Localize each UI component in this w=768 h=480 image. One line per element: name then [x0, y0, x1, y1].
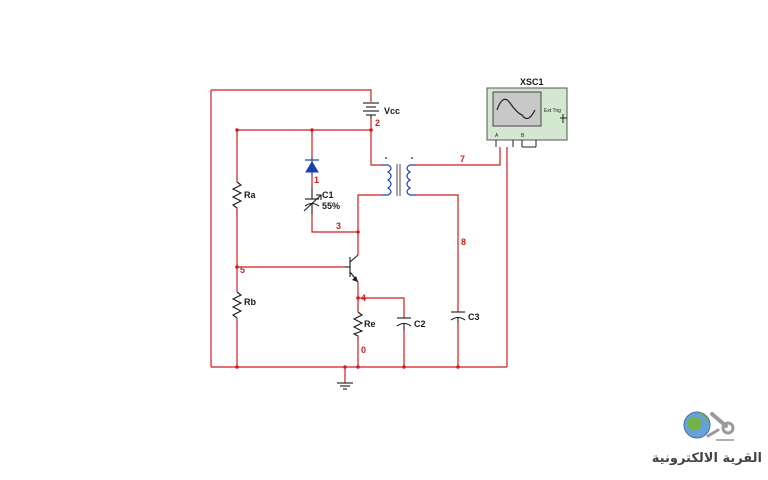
transformer[interactable]: [382, 157, 416, 196]
logo: القرية الالكترونية: [652, 411, 762, 466]
varactor-diode[interactable]: [305, 158, 319, 176]
capacitor-c3[interactable]: C3: [450, 311, 480, 322]
c1-label: C1: [322, 190, 334, 200]
c2-label: C2: [414, 319, 426, 329]
node-4: 4: [361, 293, 366, 303]
rb-label: Rb: [244, 297, 256, 307]
junction-dots: [235, 128, 460, 369]
scope-ext-trig: Ext Trig: [544, 108, 561, 114]
resistor-re[interactable]: Re: [352, 311, 376, 337]
node-3: 3: [336, 221, 341, 231]
node-7: 7: [460, 154, 465, 164]
node-5: 5: [240, 265, 245, 275]
svg-text:B: B: [521, 133, 525, 139]
svg-text:A: A: [495, 133, 499, 139]
logo-text: القرية الالكترونية: [652, 451, 762, 466]
capacitor-c2[interactable]: C2: [396, 317, 426, 330]
c3-label: C3: [468, 312, 480, 322]
capacitor-c1-variable[interactable]: C1 55%: [303, 188, 340, 214]
vcc-label: Vcc: [384, 106, 400, 116]
vcc-battery[interactable]: Vcc: [363, 102, 400, 118]
c1-value: 55%: [322, 201, 340, 211]
npn-transistor[interactable]: [345, 254, 359, 283]
scope-waveform: [496, 98, 536, 120]
wires: [210, 89, 508, 383]
resistor-ra[interactable]: Ra: [231, 181, 256, 209]
node-0: 0: [361, 345, 366, 355]
node-1: 1: [314, 175, 319, 185]
node-2: 2: [375, 118, 380, 128]
wrench-icon: [706, 412, 735, 441]
ground-symbol: [337, 382, 353, 390]
node-8: 8: [461, 237, 466, 247]
resistor-rb[interactable]: Rb: [231, 291, 256, 319]
node-labels: 2 1 3 5 4 0 7 8: [240, 118, 466, 355]
scope-label: XSC1: [520, 77, 544, 87]
re-label: Re: [364, 319, 376, 329]
oscilloscope-xsc1[interactable]: XSC1 Ext Trig A B: [486, 77, 568, 148]
scope-screen: [492, 91, 542, 127]
ra-label: Ra: [244, 190, 256, 200]
